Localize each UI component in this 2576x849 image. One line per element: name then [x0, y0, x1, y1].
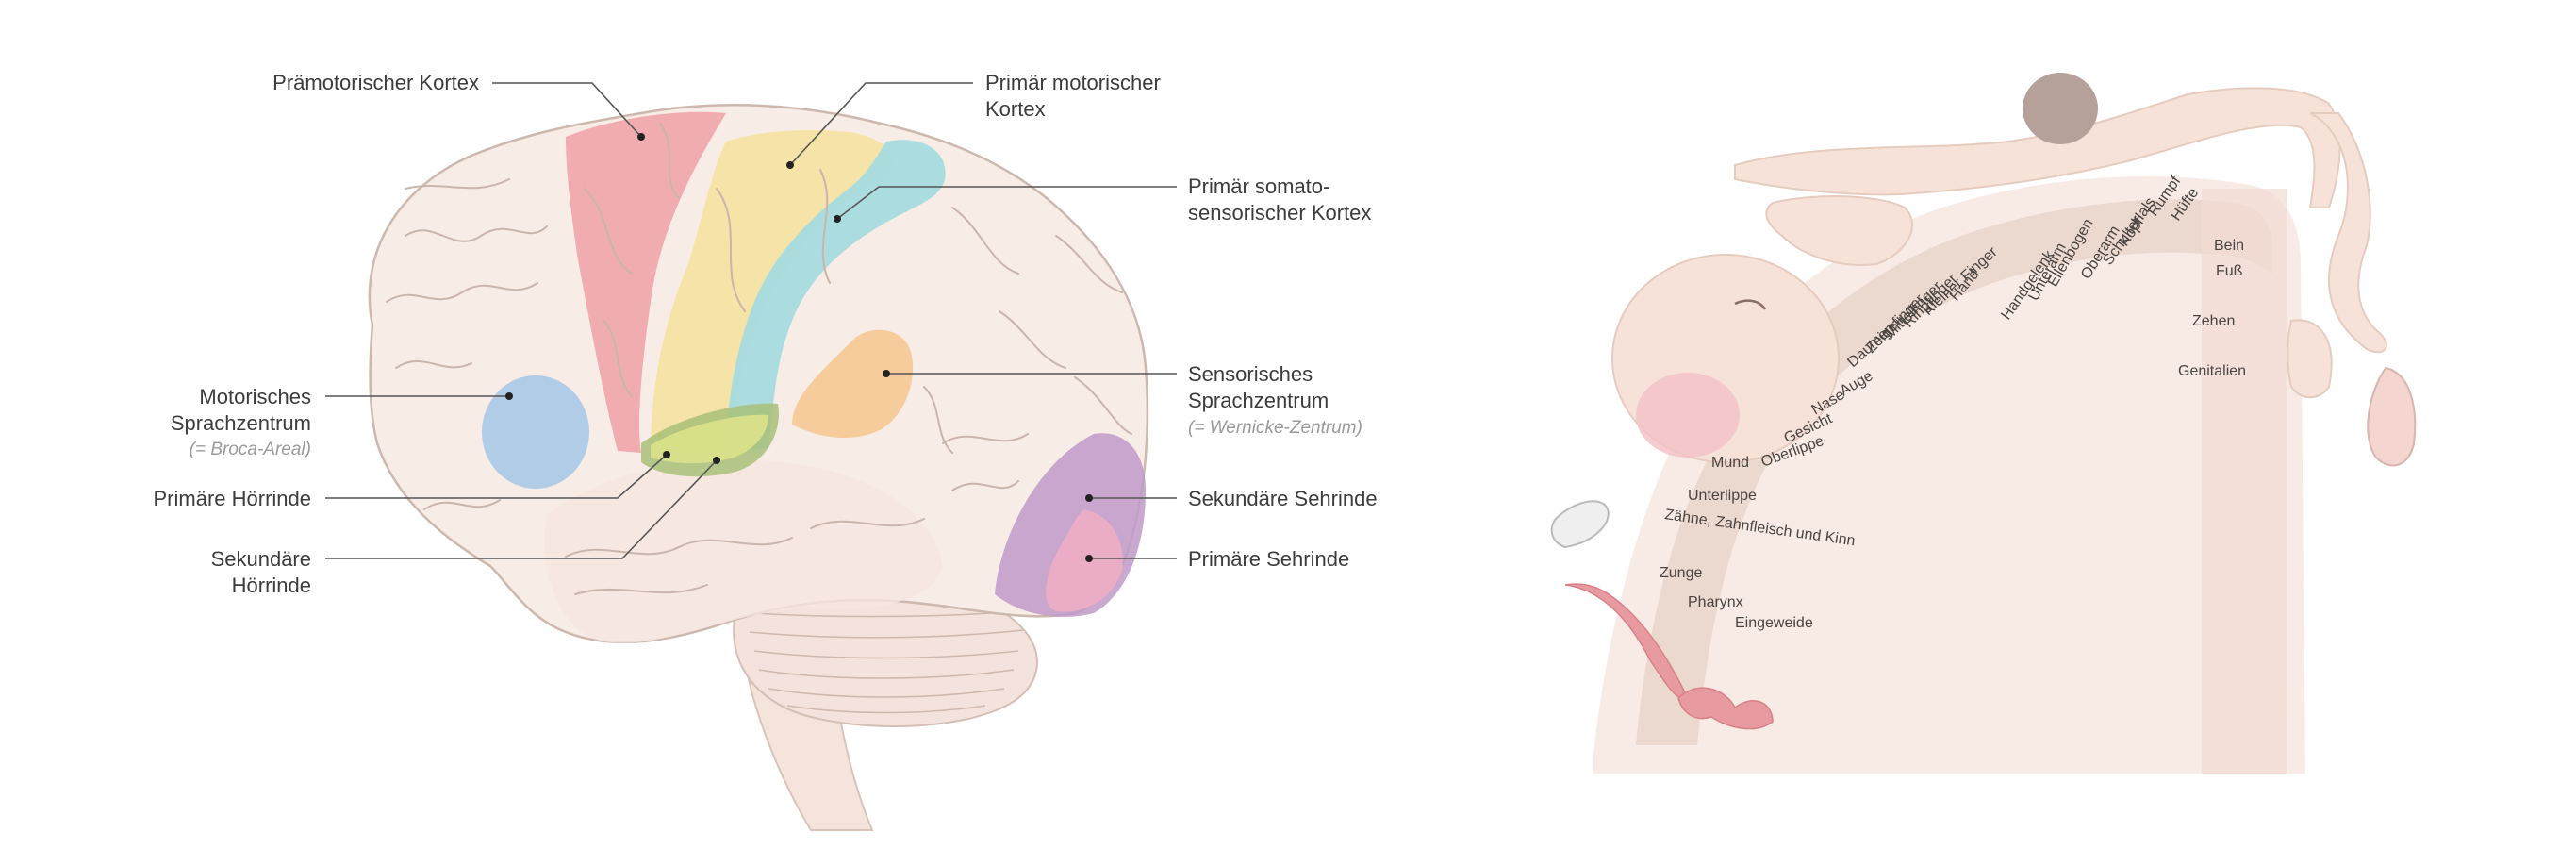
- homunculus-lips: [1636, 373, 1740, 458]
- label-primary-motor-cortex-line2: Kortex: [985, 97, 1046, 121]
- temporal-lobe: [544, 459, 943, 643]
- label-secondary-auditory-line1: Sekundäre: [211, 547, 311, 571]
- homunculus-toes: [2287, 319, 2333, 399]
- homunculus-label: Zehen: [2192, 313, 2235, 329]
- brain-label-group: Prämotorischer Kortex Primär motorischer…: [154, 71, 1378, 597]
- homunculus-label: Fuß: [2216, 263, 2243, 279]
- homunculus-label: Eingeweide: [1735, 615, 1813, 631]
- label-somatosensory-cortex-line1: Primär somato-: [1188, 175, 1329, 198]
- homunculus-label: Unterlippe: [1688, 488, 1757, 504]
- area-wernicke: [792, 329, 914, 439]
- label-primary-motor-cortex-line1: Primär motorischer: [985, 71, 1161, 94]
- brain-leaders: [325, 82, 1177, 562]
- label-wernicke-note: (= Wernicke-Zentrum): [1188, 418, 1362, 438]
- label-wernicke-line1: Sensorisches: [1188, 362, 1313, 386]
- homunculus-head-small: [2023, 73, 2098, 144]
- label-wernicke-line2: Sprachzentrum: [1188, 389, 1329, 412]
- label-broca-line1: Motorisches: [199, 385, 311, 408]
- homunculus-jaw: [1550, 500, 1610, 549]
- brain-diagram: [368, 104, 1149, 831]
- area-broca: [482, 375, 589, 489]
- label-primary-visual: Primäre Sehrinde: [1188, 547, 1349, 571]
- homunculus-label: Bein: [2214, 238, 2244, 254]
- homunculus-label: Pharynx: [1688, 594, 1743, 610]
- area-primary-auditory: [651, 414, 768, 464]
- label-secondary-visual: Sekundäre Sehrinde: [1188, 487, 1378, 510]
- homunculus-diagram: [1550, 73, 2417, 774]
- label-secondary-auditory-line2: Hörrinde: [232, 574, 311, 597]
- homunculus-arm: [1734, 87, 2341, 208]
- label-primary-auditory: Primäre Hörrinde: [154, 487, 312, 510]
- homunculus-eye: [1734, 299, 1767, 310]
- brain-gyri: [386, 122, 1132, 595]
- homunculus-leg: [2309, 112, 2387, 354]
- cortex-midline: [2202, 189, 2287, 774]
- homunculus-genitals: [2367, 366, 2417, 467]
- area-somatosensory: [726, 140, 946, 453]
- label-broca-line2: Sprachzentrum: [171, 411, 311, 435]
- label-broca-note: (= Broca-Areal): [190, 440, 311, 459]
- homunculus-hand: [1765, 195, 1914, 266]
- area-premotor: [566, 111, 726, 453]
- homunculus-intestine: [1677, 687, 1774, 730]
- homunculus-label: Mund: [1711, 455, 1749, 471]
- label-somatosensory-cortex-line2: sensorischer Kortex: [1188, 201, 1371, 225]
- homunculus-label: Genitalien: [2178, 363, 2246, 379]
- label-premotor-cortex: Prämotorischer Kortex: [272, 71, 479, 94]
- cerebellum-folia: [749, 610, 1024, 714]
- area-primary-visual: [1046, 509, 1123, 612]
- homunculus-label: Zunge: [1660, 565, 1702, 581]
